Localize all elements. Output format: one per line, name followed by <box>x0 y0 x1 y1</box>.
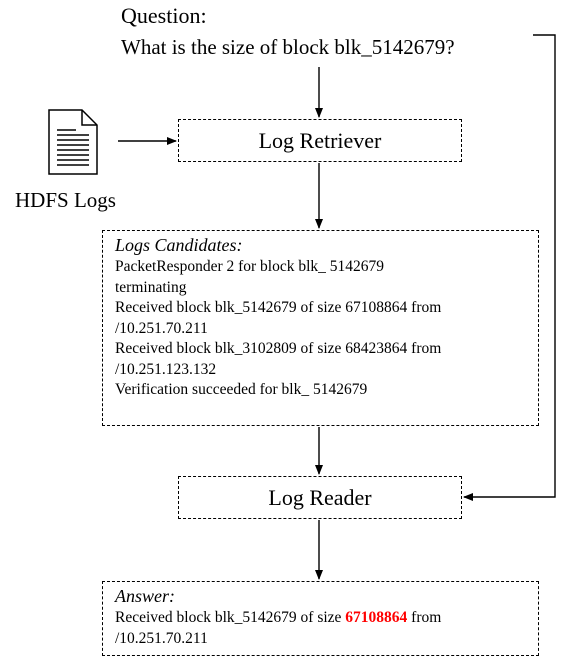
candidate-line: Verification succeeded for blk_ 5142679 <box>115 381 368 398</box>
answer-line-2: /10.251.70.211 <box>115 629 208 647</box>
candidate-line: Received block blk_5142679 of size 67108… <box>115 299 442 316</box>
log-reader-label: Log Reader <box>268 484 372 510</box>
log-retriever-box: Log Retriever <box>178 119 462 162</box>
answer-line: Received block blk_5142679 of size 67108… <box>115 608 530 629</box>
answer-prefix: Received block blk_5142679 of size <box>115 609 346 626</box>
candidate-line: /10.251.123.132 <box>115 360 217 378</box>
answer-suffix: from <box>407 609 442 626</box>
answer-title: Answer: <box>115 586 175 606</box>
logs-candidates-title: Logs Candidates: <box>115 235 243 255</box>
candidate-line: PacketResponder 2 for block blk_ 5142679 <box>115 258 385 275</box>
answer-size-value: 67108864 <box>345 609 408 626</box>
answer-box: Answer: Received block blk_5142679 of si… <box>102 581 539 656</box>
hdfs-logs-label: HDFS Logs <box>15 188 116 212</box>
candidate-line: Received block blk_3102809 of size 68423… <box>115 340 442 357</box>
logs-candidates-box: Logs Candidates: PacketResponder 2 for b… <box>102 230 539 426</box>
document-icon <box>46 108 100 176</box>
log-retriever-label: Log Retriever <box>258 127 382 153</box>
candidate-line: /10.251.70.211 <box>115 319 208 337</box>
question-text: What is the size of block blk_5142679? <box>121 35 455 59</box>
arrow-question-to-reader <box>463 34 556 501</box>
question-title: Question: <box>121 3 207 28</box>
log-reader-box: Log Reader <box>178 476 462 519</box>
candidate-line: terminating <box>115 278 187 296</box>
